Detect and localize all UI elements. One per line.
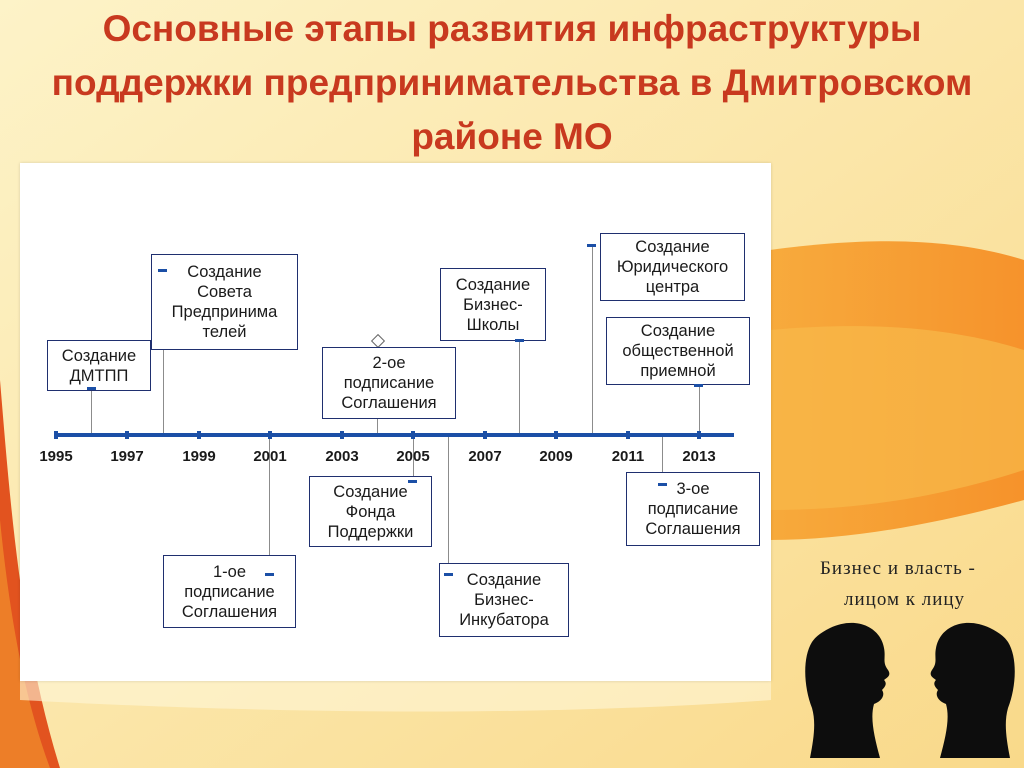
marker-dash (694, 384, 703, 387)
face-silhouettes-icon (805, 622, 1015, 758)
timeline-panel: 1995 1997 1999 2001 2003 2005 2007 2009 … (20, 163, 771, 681)
event-text: Совета (197, 283, 252, 301)
marker-dash (515, 339, 524, 342)
event-box-agreement2: 2-ое подписание Соглашения (322, 347, 456, 419)
slogan-line-1: Бизнес и власть - (820, 558, 976, 579)
event-text: Создание (333, 482, 408, 501)
event-box-dmtpp: Создание ДМТПП (47, 340, 151, 391)
marker-dash (444, 573, 453, 576)
year-label: 1999 (182, 448, 216, 465)
slogan-line-2: лицом к лицу (844, 589, 966, 610)
diamond-marker (370, 333, 386, 349)
axis-tick (197, 431, 201, 439)
event-box-incubator: Создание Бизнес- Инкубатора (439, 563, 569, 637)
event-text: Соглашения (181, 602, 278, 621)
event-text: Предпринима (171, 303, 278, 321)
axis-tick (626, 431, 630, 439)
event-text: Инкубатора (459, 611, 549, 629)
connector-school (519, 340, 520, 435)
event-text: ДМТПП (69, 366, 129, 385)
event-text: Создание (61, 346, 137, 365)
event-text: телей (202, 323, 247, 341)
event-text: приемной (640, 362, 716, 380)
event-text: Соглашения (645, 520, 741, 538)
event-text: Школы (466, 315, 520, 334)
event-text: Создание (635, 238, 710, 256)
event-text: 2-ое (372, 354, 406, 372)
connector-agreement1 (269, 435, 270, 577)
event-text: Бизнес- (474, 591, 534, 609)
event-text: Создание (640, 322, 716, 340)
marker-dash (158, 269, 167, 272)
marker-dash (87, 387, 96, 390)
event-box-legal: Создание Юридического центра (600, 233, 745, 301)
marker-dash (587, 244, 596, 247)
connector-legal (592, 245, 593, 435)
axis-tick (411, 431, 415, 439)
event-box-agreement1: 1-ое подписание Соглашения (163, 555, 296, 628)
event-text: 3-ое (676, 480, 710, 498)
slide-title: Основные этапы развития инфраструктуры п… (51, 8, 973, 157)
year-label: 2001 (253, 448, 287, 465)
event-box-school: Создание Бизнес- Школы (440, 268, 546, 341)
connector-dmtpp (91, 387, 92, 435)
event-text: Бизнес- (463, 295, 523, 314)
event-box-council: Создание Совета Предпринима телей (151, 254, 298, 350)
event-text: подписание (184, 582, 275, 601)
event-text: Соглашения (341, 394, 437, 412)
connector-fund (413, 435, 414, 483)
event-text: Создание (187, 263, 262, 281)
year-label: 2009 (539, 448, 573, 465)
axis-tick (483, 431, 487, 439)
year-label: 2003 (325, 448, 359, 465)
event-text: Поддержки (327, 522, 414, 541)
axis-tick (697, 431, 701, 439)
axis-tick (340, 431, 344, 439)
event-text: подписание (343, 374, 435, 392)
connector-agreement3 (662, 435, 663, 485)
event-text: Юридического (616, 258, 729, 276)
year-label: 2005 (396, 448, 430, 465)
event-box-reception: Создание общественной приемной (606, 317, 750, 385)
axis-tick (125, 431, 129, 439)
axis-tick (554, 431, 558, 439)
year-label: 2007 (468, 448, 502, 465)
connector-council (163, 266, 164, 435)
timeline-axis (54, 433, 734, 437)
event-text: 1-ое (212, 562, 246, 581)
event-box-fund: Создание Фонда Поддержки (309, 476, 432, 547)
connector-reception (699, 385, 700, 435)
year-label: 1997 (110, 448, 144, 465)
event-text: Создание (455, 275, 531, 294)
event-text: Создание (466, 571, 542, 589)
marker-dash (658, 483, 667, 486)
event-text: Фонда (345, 502, 396, 521)
connector-incubator (448, 435, 449, 575)
marker-dash (265, 573, 274, 576)
event-box-agreement3: 3-ое подписание Соглашения (626, 472, 760, 546)
axis-tick (268, 431, 272, 439)
axis-tick (54, 431, 58, 439)
year-label: 1995 (39, 448, 73, 465)
event-text: общественной (622, 342, 734, 360)
marker-dash (408, 480, 417, 483)
event-text: подписание (647, 500, 739, 518)
event-text: центра (645, 278, 700, 296)
year-label: 2013 (682, 448, 716, 465)
year-label: 2011 (611, 448, 645, 465)
